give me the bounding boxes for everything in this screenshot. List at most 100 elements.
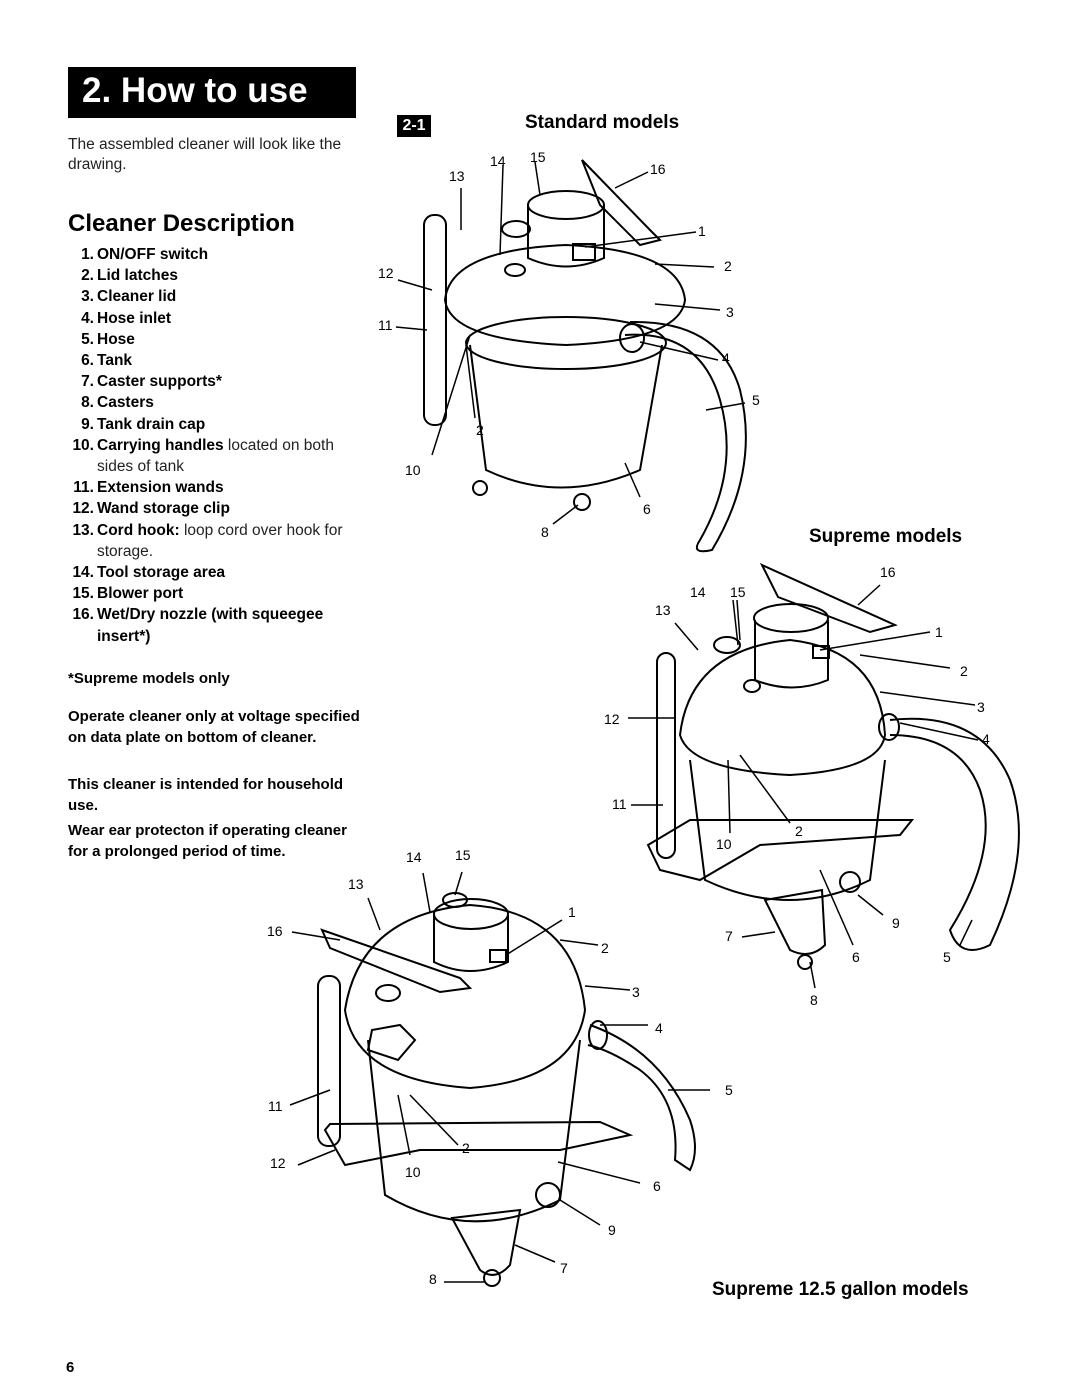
part-label: Cleaner lid [97,288,177,306]
callout-label: 11 [612,796,627,812]
part-label: ON/OFF switch [97,246,209,263]
part-label: Wand storage clip [97,500,230,518]
part-number: 11. [73,479,94,497]
part-number: 13. [72,521,94,539]
callout-label: 15 [730,584,746,600]
callout-label: 2 [960,663,968,679]
callout-label: 6 [643,501,651,517]
part-item: 14.Tool storage area [68,562,368,583]
part-label: Hose inlet [97,309,172,327]
callout-label: 12 [270,1155,286,1171]
part-item: 15.Blower port [68,583,368,604]
callout-label: 13 [449,168,465,184]
callout-label: 13 [348,876,364,892]
voltage-note: Operate cleaner only at voltage specifie… [68,708,360,746]
callout-label: 4 [722,350,730,366]
callout-label: 15 [455,847,471,863]
part-number: 12. [72,500,94,518]
supreme-only-note: *Supreme models only [68,670,230,687]
callout-label: 6 [653,1178,661,1194]
part-number: 7. [81,373,94,391]
callout-label: 1 [568,904,576,920]
callout-label: 1 [935,624,943,640]
part-number: 8. [81,394,94,412]
callout-label: 11 [378,317,393,333]
part-label: Caster supports* [97,373,222,391]
callout-label: 5 [943,949,951,965]
part-label: Extension wands [97,479,224,497]
part-number: 9. [81,415,94,433]
callout-label: 7 [560,1260,568,1276]
part-item: 6.Tank [68,350,368,371]
intro-text: The assembled cleaner will look like the… [68,136,342,173]
callout-label: 14 [490,153,506,169]
part-label: Tank drain cap [97,415,206,433]
part-item: 13.Cord hook: loop cord over hook for st… [68,520,368,562]
part-item: 2.Lid latches [68,265,368,286]
supreme-125-callouts: 14 15 13 1 16 2 3 4 5 11 2 12 10 6 9 8 7 [267,847,733,1287]
part-item: 7.Caster supports* [68,371,368,392]
description-heading: Cleaner Description [68,210,295,237]
part-item: 8.Casters [68,392,368,413]
household-note: This cleaner is intended for household u… [68,776,344,814]
part-item: 12.Wand storage clip [68,498,368,519]
part-detail: loop cord over hook for storage. [97,521,343,560]
part-number: 10. [72,436,94,454]
page-number: 6 [66,1359,75,1376]
callout-label: 6 [852,949,860,965]
callout-label: 16 [650,161,666,177]
callout-label: 13 [655,602,671,618]
callout-label: 8 [810,992,818,1008]
part-number: 6. [81,352,94,370]
callout-label: 3 [726,304,734,320]
part-number: 1. [81,246,94,263]
standard-callouts: 13 14 15 16 1 2 3 4 5 12 11 2 10 6 8 [378,149,760,540]
callout-label: 8 [541,524,549,540]
callout-label: 2 [601,940,609,956]
callout-label: 3 [977,699,985,715]
section-title-bar: 2. How to use [68,67,356,118]
callout-label: 9 [608,1222,616,1238]
part-label: Wet/Dry nozzle (with squeegee insert*) [97,606,324,645]
figure-badge: 2-1 [397,115,431,137]
callout-label: 12 [604,711,620,727]
part-label: Tank [97,352,133,370]
part-number: 4. [81,309,94,327]
part-item: 1.ON/OFF switch [68,244,368,265]
callout-label: 2 [795,823,803,839]
supreme-models-title: Supreme models [809,526,963,547]
part-label: Blower port [97,585,184,603]
part-number: 5. [81,330,94,348]
callout-label: 5 [752,392,760,408]
part-item: 16.Wet/Dry nozzle (with squeegee insert*… [68,604,368,646]
callout-label: 14 [690,584,706,600]
callout-label: 16 [880,564,896,580]
ear-protection-note: Wear ear protecton if operating cleaner … [68,822,347,860]
supreme-vacuum-drawing [646,562,1020,970]
part-label: Tool storage area [97,564,226,582]
part-number: 2. [81,267,94,285]
callout-label: 10 [405,462,421,478]
callout-label: 11 [268,1098,283,1114]
callout-label: 10 [405,1164,421,1180]
callout-label: 4 [655,1020,663,1036]
part-label: Lid latches [97,267,178,285]
part-item: 11.Extension wands [68,477,368,498]
callout-label: 8 [429,1271,437,1287]
part-item: 5.Hose [68,329,368,350]
callout-label: 7 [725,928,733,944]
section-title: 2. How to use [82,71,308,110]
callout-label: 2 [476,422,484,438]
supreme-125-vacuum-drawing [317,892,696,1287]
part-label: Casters [97,394,154,412]
callout-label: 2 [724,258,732,274]
part-number: 3. [81,288,94,306]
callout-label: 14 [406,849,422,865]
part-label: Hose [97,330,135,348]
supreme-callouts: 14 15 16 13 1 2 3 4 12 11 10 2 9 7 6 5 8 [604,564,990,1008]
part-detail: located on both sides of tank [97,436,334,476]
standard-models-title: Standard models [525,112,680,133]
part-item: 9.Tank drain cap [68,414,368,435]
part-item: 10.Carrying handles located on both side… [68,435,368,477]
